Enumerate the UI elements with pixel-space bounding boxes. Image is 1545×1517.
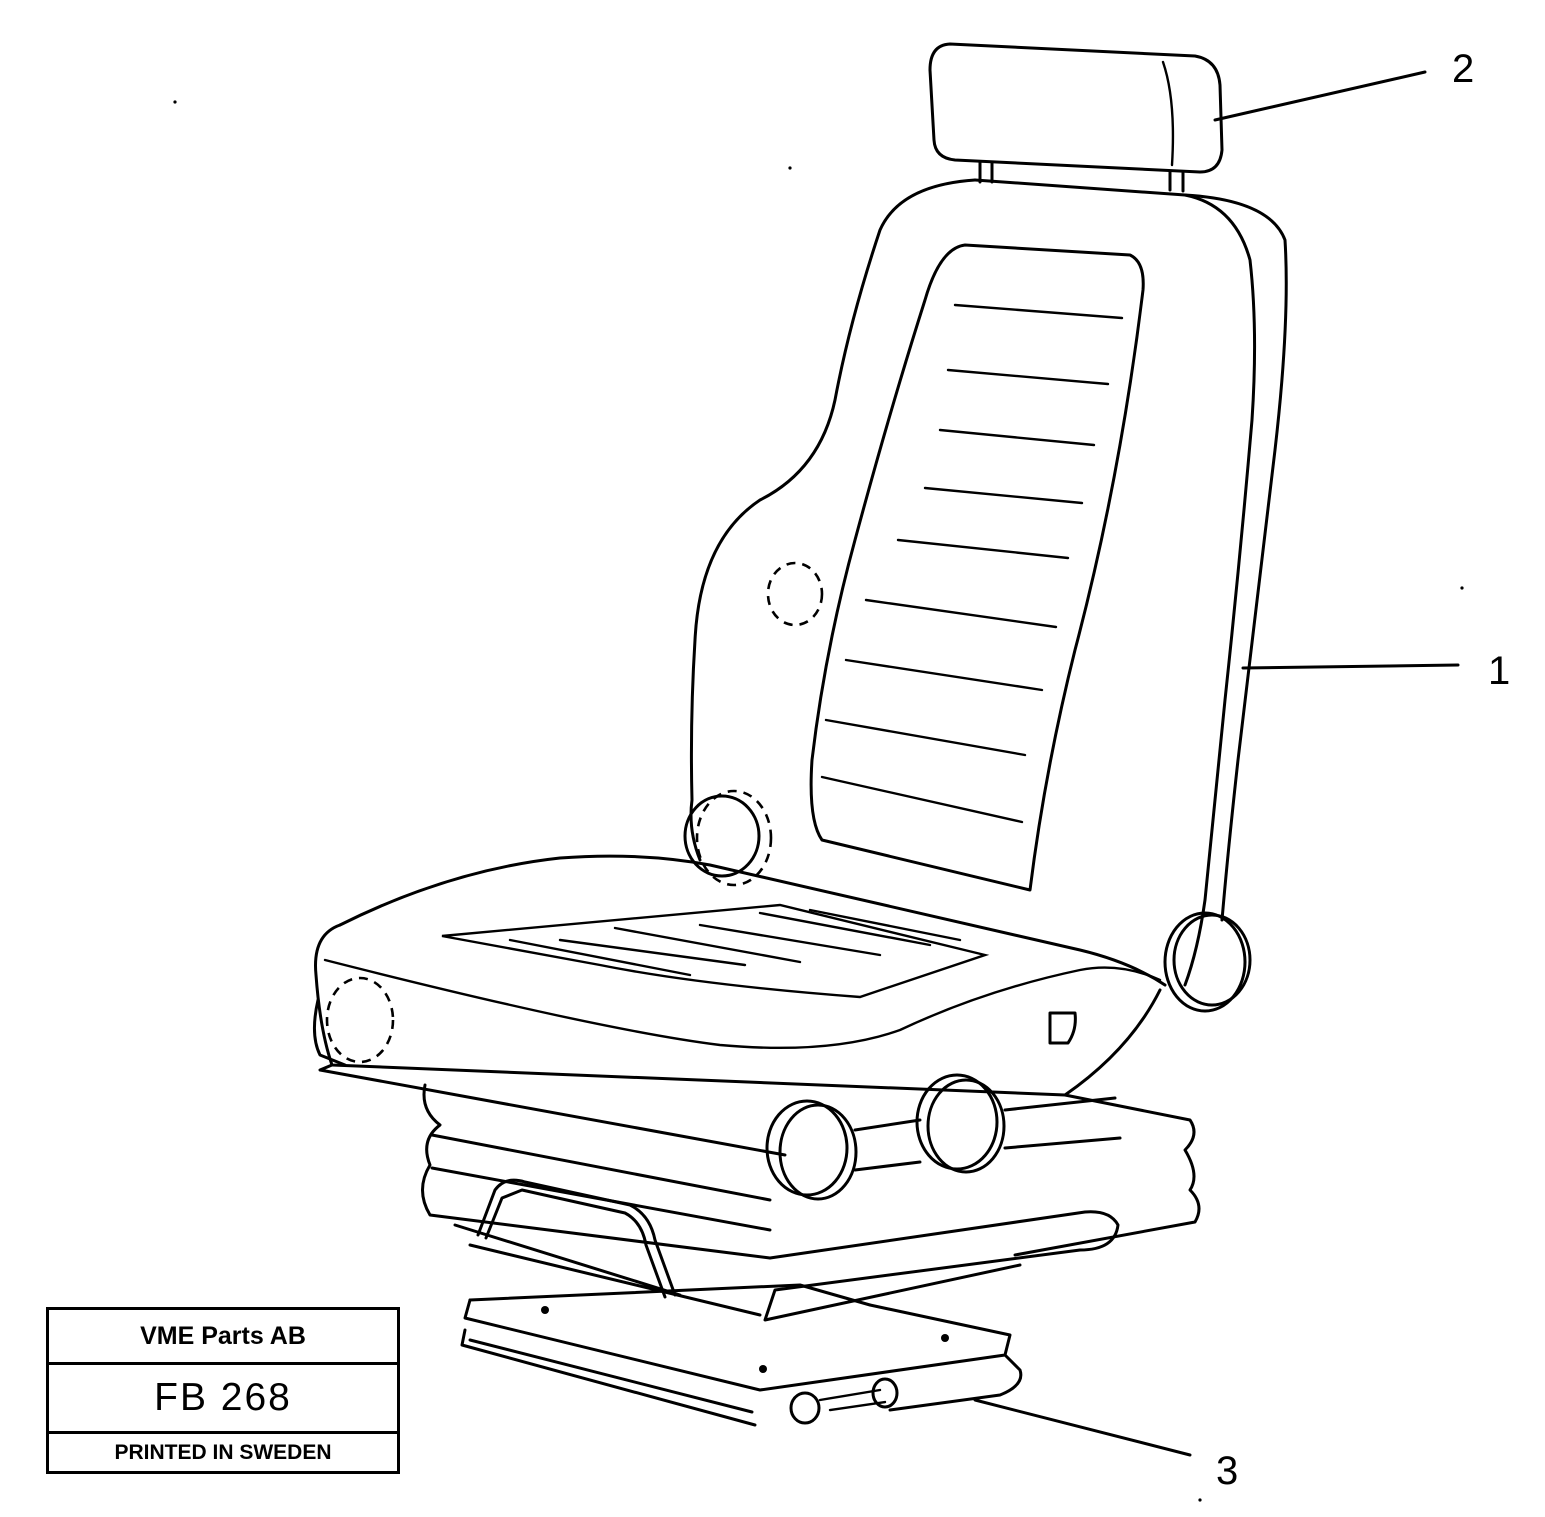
- callout-number-1: 1: [1488, 649, 1510, 693]
- figure-code: FB 268: [49, 1365, 397, 1434]
- headrest: [928, 42, 1224, 193]
- leader-lines: [973, 70, 1460, 1457]
- backrest: [683, 178, 1288, 987]
- company-name: VME Parts AB: [49, 1310, 397, 1365]
- leader-line-1: [1241, 663, 1460, 670]
- suspension-base: [318, 1063, 1201, 1322]
- callout-number-3: 3: [1216, 1449, 1238, 1493]
- leader-line-2: [1213, 70, 1427, 122]
- callout-number-2: 2: [1452, 47, 1474, 91]
- printed-notice: PRINTED IN SWEDEN: [114, 1440, 332, 1464]
- slide-rail: [460, 1283, 1023, 1427]
- seat-cushion: [313, 854, 1252, 1097]
- title-block: VME Parts AB FB 268 PRINTED IN SWEDEN: [46, 1307, 400, 1474]
- leader-line-3: [973, 1398, 1192, 1457]
